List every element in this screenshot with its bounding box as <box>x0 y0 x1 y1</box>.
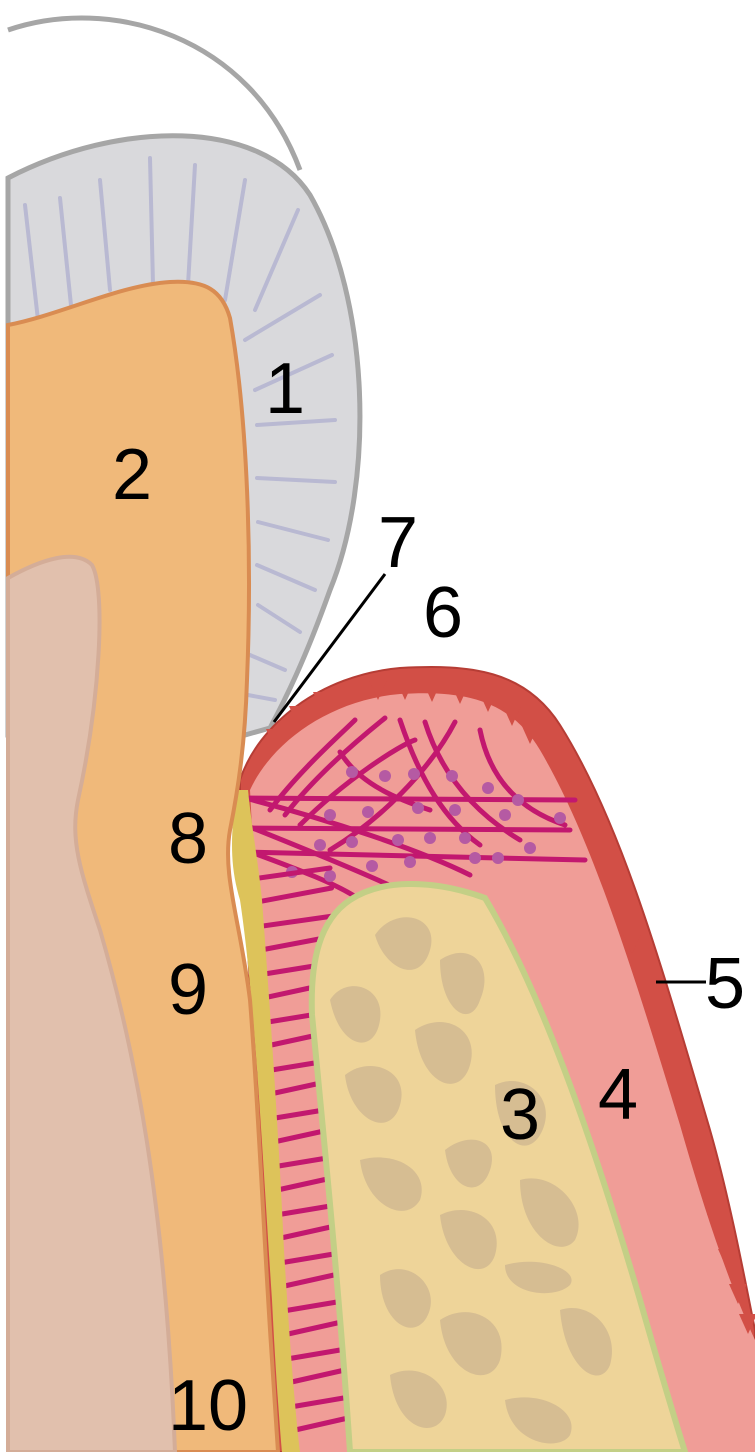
fiber-dot <box>512 794 524 806</box>
fiber-dot <box>392 834 404 846</box>
fiber-dot <box>379 770 391 782</box>
label-7: 7 <box>378 503 418 583</box>
label-2-dentin: 2 <box>112 435 152 515</box>
fiber-dot <box>554 812 566 824</box>
fiber-dot <box>499 809 511 821</box>
fiber-dot <box>449 804 461 816</box>
label-8: 8 <box>168 799 208 879</box>
fiber-dot <box>459 832 471 844</box>
label-3-alveolar-bone: 3 <box>500 1075 540 1155</box>
fiber-dot <box>412 802 424 814</box>
fiber-dot <box>324 870 336 882</box>
fiber-dot <box>404 856 416 868</box>
label-6: 6 <box>423 573 463 653</box>
fiber-dot <box>324 809 336 821</box>
label-5-epithelium: 5 <box>705 944 745 1024</box>
fiber-dot <box>492 852 504 864</box>
fiber-dot <box>366 860 378 872</box>
fiber-dot <box>314 839 326 851</box>
fiber-dot <box>524 842 536 854</box>
label-4-gingiva: 4 <box>598 1055 638 1135</box>
label-1-enamel: 1 <box>265 349 305 429</box>
fiber-dot <box>346 836 358 848</box>
fiber-dot <box>446 770 458 782</box>
fiber-dot <box>424 832 436 844</box>
fiber-dot <box>482 782 494 794</box>
fiber-dot <box>362 806 374 818</box>
fiber-dot <box>346 766 358 778</box>
fiber-dot <box>469 852 481 864</box>
label-9-periodontal-ligament: 9 <box>168 950 208 1030</box>
fiber-dot <box>408 768 420 780</box>
label-10-cementum: 10 <box>168 1366 248 1446</box>
